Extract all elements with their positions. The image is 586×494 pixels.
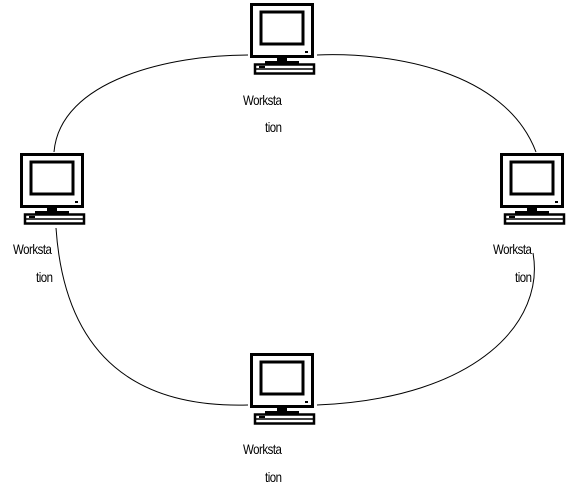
workstation-top-label-line2: tion: [265, 119, 282, 135]
workstation-bottom-icon: [250, 353, 316, 425]
connection-left-top: [53, 54, 249, 153]
workstation-right-label-line1: Worksta: [493, 241, 532, 257]
connection-bottom-left: [55, 227, 249, 406]
connection-right-bottom: [316, 252, 535, 406]
workstation-right-label-line2: tion: [515, 269, 532, 285]
workstation-right-icon: [500, 153, 566, 225]
workstation-left-label-line1: Worksta: [13, 241, 52, 257]
workstation-left-label-line2: tion: [36, 269, 53, 285]
workstation-top-icon: [250, 3, 316, 75]
workstation-top-label-line1: Worksta: [243, 92, 282, 108]
connection-top-right: [316, 54, 537, 153]
workstation-bottom-label-line1: Worksta: [243, 441, 282, 457]
workstation-left-icon: [20, 153, 86, 225]
workstation-bottom-label-line2: tion: [265, 469, 282, 485]
